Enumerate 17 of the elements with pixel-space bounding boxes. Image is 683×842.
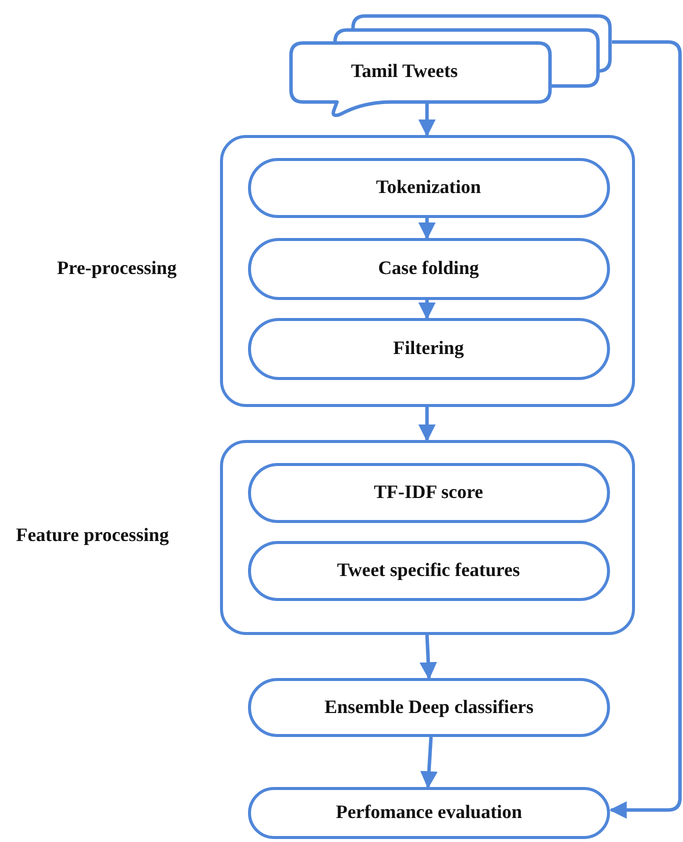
process-step: Perfomance evaluation: [248, 787, 610, 839]
arrow: [420, 634, 437, 680]
arrow: [418, 300, 436, 320]
arrow: [418, 102, 436, 137]
process-step: Filtering: [248, 318, 610, 380]
arrow: [418, 407, 436, 442]
arrow: [609, 40, 682, 819]
arrow: [418, 218, 436, 240]
process-step: Case folding: [248, 238, 610, 300]
arrow: [420, 736, 438, 789]
node-label: Tamil Tweets: [351, 61, 458, 83]
group-label: Pre-processing: [57, 258, 177, 280]
group-label: Feature processing: [16, 524, 169, 546]
process-step: Ensemble Deep classifiers: [248, 678, 610, 737]
process-step: TF-IDF score: [248, 462, 610, 522]
process-step: Tweet specific features: [248, 540, 610, 600]
process-step: Tokenization: [248, 158, 610, 218]
